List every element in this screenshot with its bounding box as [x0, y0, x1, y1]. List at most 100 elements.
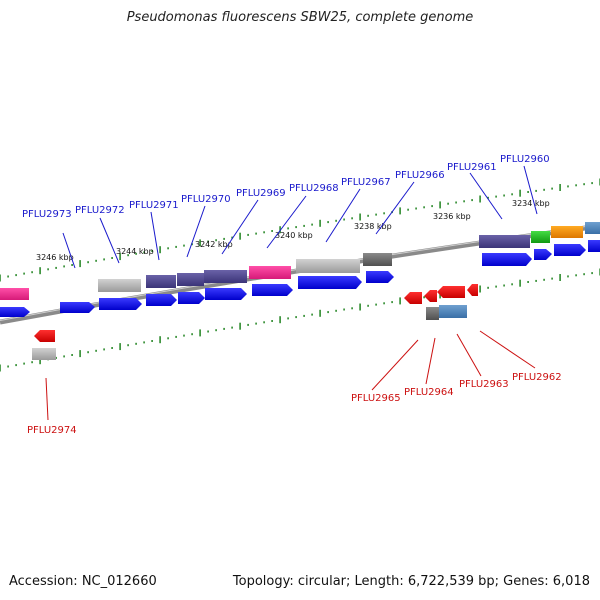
scale-tick-major	[39, 357, 41, 365]
cds-arrow-forward[interactable]	[99, 298, 142, 310]
gene-feature-pink[interactable]	[0, 288, 29, 300]
leader-line	[45, 377, 49, 421]
cds-arrow-forward[interactable]	[252, 284, 293, 296]
cds-arrow-forward[interactable]	[0, 307, 30, 317]
gene-label-forward[interactable]: PFLU2967	[341, 177, 391, 188]
leader-line	[221, 199, 259, 255]
scale-tick-minor	[487, 286, 489, 289]
gene-label-forward[interactable]: PFLU2968	[289, 183, 339, 194]
gene-label-forward[interactable]: PFLU2970	[181, 194, 231, 205]
scale-tick-major	[199, 329, 201, 337]
leader-line	[99, 217, 120, 264]
gene-label-forward[interactable]: PFLU2973	[22, 209, 72, 220]
gene-label-reverse[interactable]: PFLU2965	[351, 393, 401, 404]
gene-label-reverse[interactable]: PFLU2964	[404, 387, 454, 398]
scale-label: 3236 kbp	[433, 212, 471, 221]
leader-line	[325, 188, 361, 243]
gene-feature-darkgray[interactable]	[426, 307, 439, 320]
scale-tick-minor	[183, 244, 185, 247]
gene-feature-darkgray[interactable]	[363, 253, 392, 266]
cds-arrow-forward[interactable]	[588, 240, 600, 252]
gene-label-reverse[interactable]: PFLU2974	[27, 425, 77, 436]
leader-line	[523, 165, 538, 215]
cds-arrow-reverse[interactable]	[34, 330, 55, 342]
scale-tick-minor	[271, 320, 273, 322]
leader-line	[479, 330, 536, 369]
scale-tick-minor	[167, 337, 169, 340]
scale-tick-minor	[591, 182, 593, 185]
leader-line	[62, 232, 76, 269]
cds-arrow-forward[interactable]	[60, 302, 95, 313]
gene-label-forward[interactable]: PFLU2972	[75, 205, 125, 216]
scale-tick-major	[359, 213, 361, 221]
reverse-cds-row	[34, 284, 478, 342]
gene-label-forward[interactable]: PFLU2971	[129, 200, 179, 211]
scale-tick-minor	[183, 334, 185, 337]
scale-tick-major	[239, 232, 241, 240]
scale-tick-major	[79, 260, 81, 268]
scale-tick-minor	[191, 243, 193, 246]
cds-arrow-forward[interactable]	[554, 244, 586, 256]
gene-feature-gray[interactable]	[296, 259, 360, 273]
gene-feature-green[interactable]	[531, 231, 550, 243]
gene-feature-orange[interactable]	[551, 226, 583, 238]
cds-arrow-forward[interactable]	[178, 292, 205, 304]
scale-tick-minor	[583, 183, 585, 186]
scale-tick-minor	[247, 233, 249, 236]
scale-tick-minor	[143, 341, 145, 344]
reverse-feature-row	[32, 305, 467, 360]
cds-arrow-reverse[interactable]	[467, 284, 478, 296]
gene-feature-steel[interactable]	[585, 222, 600, 234]
scale-tick-minor	[551, 187, 553, 190]
gene-feature-steel[interactable]	[439, 305, 467, 318]
cds-arrow-forward[interactable]	[534, 249, 552, 260]
gene-feature-pink[interactable]	[249, 266, 291, 279]
cds-arrow-forward[interactable]	[205, 288, 247, 300]
scale-tick-major	[359, 303, 361, 311]
gene-feature-purple[interactable]	[146, 275, 176, 288]
scale-tick-major	[159, 336, 161, 344]
scale-tick-minor	[343, 308, 345, 311]
scale-tick-minor	[567, 275, 569, 278]
scale-tick-minor	[503, 284, 505, 287]
gene-feature-gray[interactable]	[32, 348, 56, 360]
scale-tick-minor	[551, 277, 553, 280]
scale-tick-minor	[223, 327, 225, 330]
forward-gene-labels: PFLU2973 PFLU2972 PFLU2971 PFLU2970 PFLU…	[22, 154, 550, 269]
scale-tick-minor	[15, 364, 17, 367]
gene-label-forward[interactable]: PFLU2961	[447, 162, 497, 173]
scale-tick-minor	[527, 191, 529, 193]
scale-tick-minor	[383, 212, 385, 215]
scale-tick-major	[399, 207, 401, 215]
scale-label: 3240 kbp	[275, 231, 313, 240]
gene-label-reverse[interactable]: PFLU2963	[459, 379, 509, 390]
gene-label-forward[interactable]: PFLU2960	[500, 154, 550, 165]
scale-tick-minor	[135, 342, 137, 345]
gene-feature-gray[interactable]	[98, 279, 141, 292]
cds-arrow-forward[interactable]	[366, 271, 394, 283]
scale-tick-minor	[431, 205, 433, 208]
scale-tick-minor	[327, 311, 329, 314]
scale-tick-minor	[31, 271, 33, 274]
scale-tick-minor	[447, 202, 449, 205]
cds-arrow-reverse[interactable]	[404, 292, 422, 304]
gene-feature-purple[interactable]	[177, 273, 204, 286]
cds-arrow-forward[interactable]	[298, 276, 362, 289]
scale-tick-minor	[575, 184, 577, 187]
scale-tick-minor	[543, 188, 545, 191]
scale-tick-minor	[151, 250, 153, 252]
scale-tick-minor	[191, 333, 193, 336]
gene-label-forward[interactable]: PFLU2966	[395, 170, 445, 181]
cds-arrow-forward[interactable]	[482, 253, 532, 266]
scale-tick-minor	[87, 261, 89, 264]
gene-label-forward[interactable]: PFLU2969	[236, 188, 286, 199]
scale-tick-major	[279, 316, 281, 324]
cds-arrow-forward[interactable]	[146, 294, 177, 306]
cds-arrow-reverse[interactable]	[424, 290, 437, 302]
cds-arrow-reverse[interactable]	[437, 286, 465, 298]
scale-tick-major	[319, 309, 321, 317]
gene-feature-purple[interactable]	[479, 235, 530, 248]
gene-label-reverse[interactable]: PFLU2962	[512, 372, 562, 383]
scale-tick-major	[79, 350, 81, 358]
gene-feature-purple[interactable]	[204, 270, 247, 283]
